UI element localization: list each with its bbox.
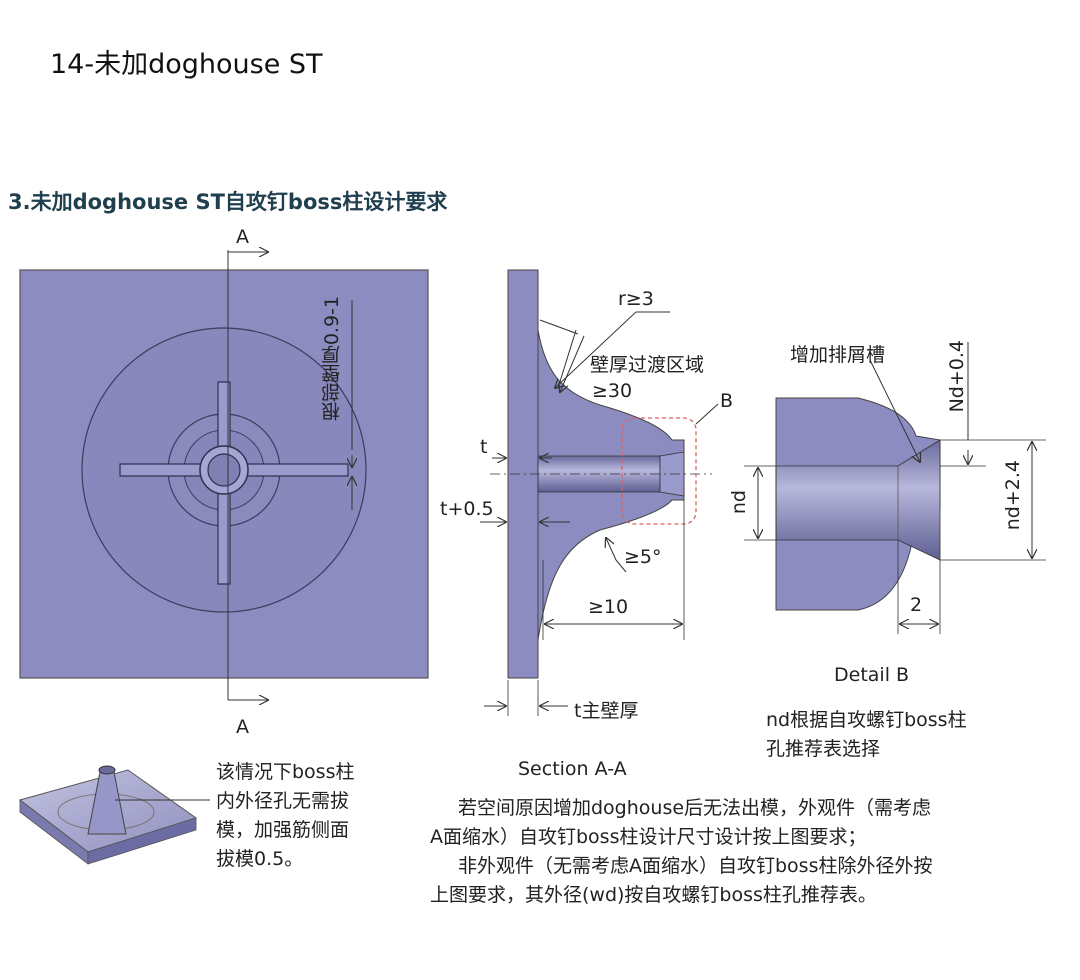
detail-ref-label: B [720, 390, 734, 412]
bottom-note-line: 若空间原因增加doghouse后无法出模，外观件（需考虑 [458, 797, 932, 819]
r-label: r≥3 [618, 288, 654, 310]
two-label: 2 [910, 594, 923, 616]
detail-view [744, 342, 1046, 634]
groove-label: 增加排屑槽 [790, 344, 886, 366]
iso-view [18, 765, 210, 865]
transition-min-label: ≥30 [592, 380, 633, 402]
page-title: 14-未加doghouse ST [50, 49, 323, 80]
detail-note-line: nd根据自攻螺钉boss柱 [766, 709, 967, 731]
root-wall-label: 根部壁厚0.9-1 [321, 296, 343, 422]
bottom-note-line: 非外观件（无需考虑A面缩水）自攻钉boss柱除外径外按 [458, 855, 933, 877]
section-view [480, 269, 719, 716]
front-view [19, 250, 429, 700]
bottom-note-line: A面缩水）自攻钉boss柱设计尺寸设计按上图要求； [430, 826, 867, 848]
section-caption: Section A-A [518, 758, 627, 780]
iso-note-line: 该情况下boss柱 [216, 761, 355, 783]
nd24-label: nd+2.4 [1002, 460, 1024, 531]
t05-label: t+0.5 [440, 498, 494, 520]
section-mark-bottom: A [236, 716, 249, 738]
section-mark-top: A [236, 226, 249, 248]
nd04-label: Nd+0.4 [946, 340, 968, 413]
transition-label: 壁厚过渡区域 [590, 354, 705, 376]
main-wall-label: t主壁厚 [574, 700, 639, 722]
iso-note-line: 拔模0.5。 [216, 848, 304, 870]
angle-label: ≥5° [624, 546, 662, 568]
iso-note-line: 模，加强筋侧面 [216, 819, 350, 841]
iso-note-line: 内外径孔无需拔 [216, 790, 350, 812]
bottom-note: 若空间原因增加doghouse后无法出模，外观件（需考虑 A面缩水）自攻钉bos… [430, 794, 932, 910]
boss-hole [207, 453, 241, 487]
section-heading: 3.未加doghouse ST自攻钉boss柱设计要求 [8, 190, 448, 214]
length-label: ≥10 [588, 596, 629, 618]
detail-caption: Detail B [834, 664, 910, 686]
detail-note: nd根据自攻螺钉boss柱 孔推荐表选择 [766, 706, 967, 764]
detail-note-line: 孔推荐表选择 [766, 738, 881, 760]
iso-note: 该情况下boss柱 内外径孔无需拔 模，加强筋侧面 拔模0.5。 [216, 758, 354, 874]
t-label: t [480, 436, 488, 458]
bottom-note-line: 上图要求，其外径(wd)按自攻螺钉boss柱孔推荐表。 [430, 884, 877, 906]
nd-label: nd [728, 490, 750, 515]
ribs [119, 381, 349, 585]
